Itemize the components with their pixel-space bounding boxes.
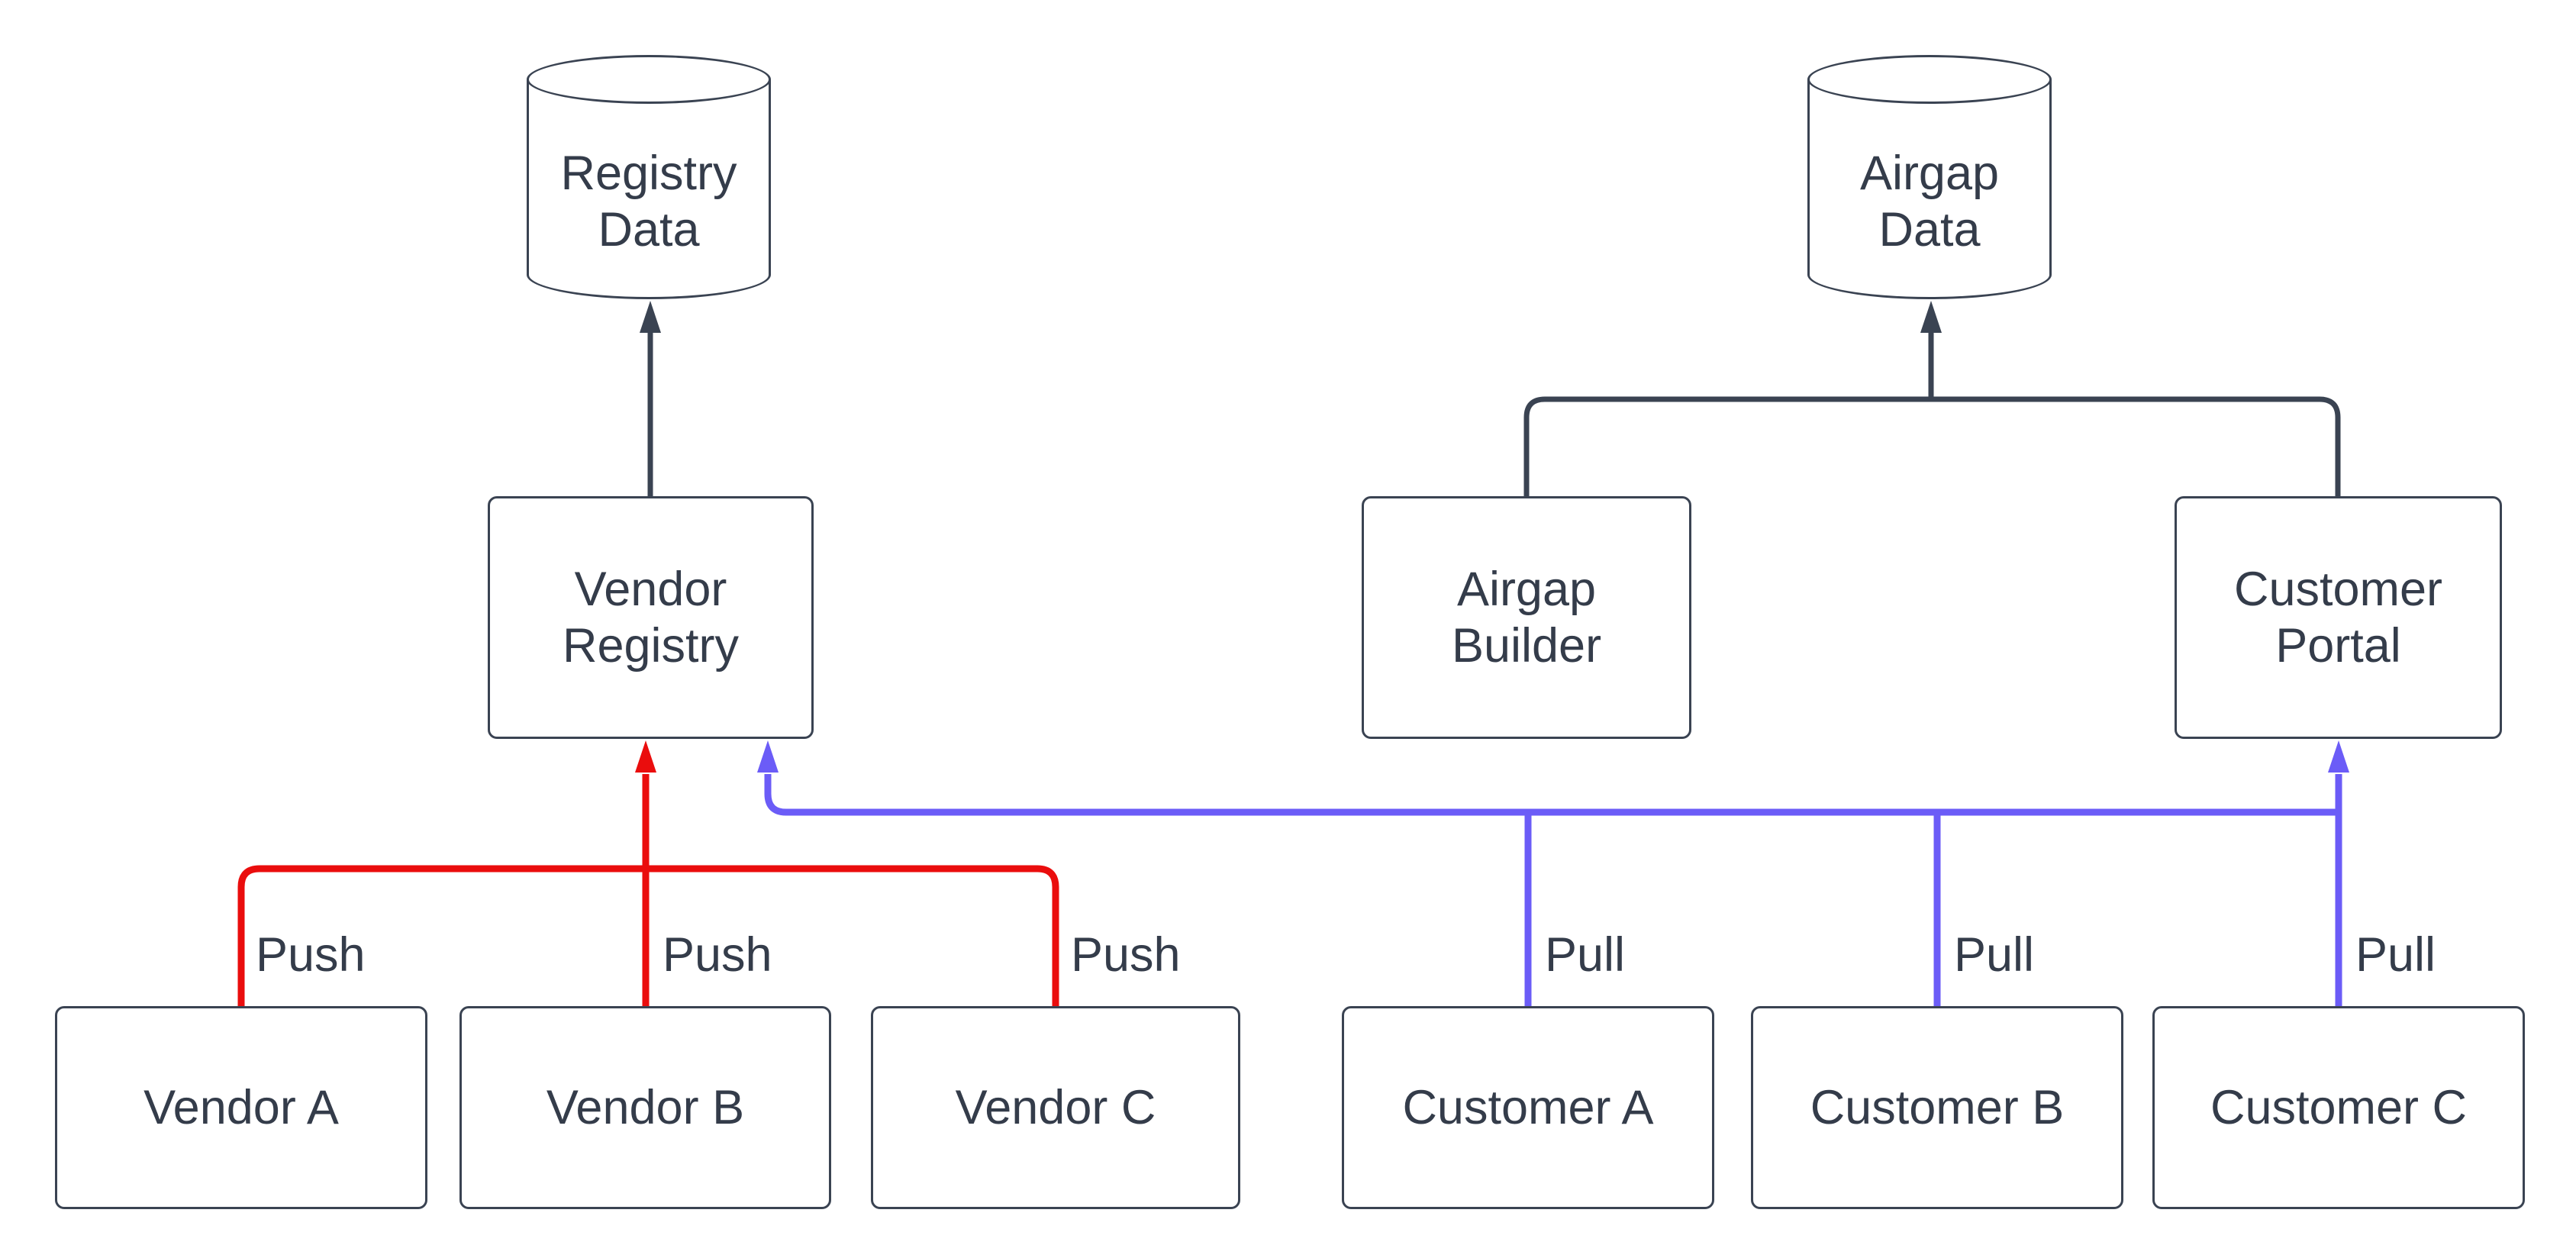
cylinder-body	[1807, 79, 2052, 299]
node-vendor-c: Vendor C	[871, 1006, 1240, 1209]
airgap-builder-label: Airgap Builder	[1451, 563, 1602, 673]
vendor-c-label: Vendor C	[955, 1081, 1156, 1134]
cylinder-airgap-data: Airgap Data	[1807, 55, 2052, 299]
edge-label-push-vendor-c: Push	[1071, 928, 1181, 982]
node-customer-b: Customer B	[1751, 1006, 2123, 1209]
edge-airgap-builder-to-airgap-data	[1523, 396, 1931, 496]
cylinder-label-wrap: Registry Data	[527, 104, 771, 299]
edge-label-push-vendor-a: Push	[256, 928, 366, 982]
node-customer-c: Customer C	[2152, 1006, 2525, 1209]
cylinder-top-ellipse	[1807, 55, 2052, 104]
edge-label-pull-customer-c: Pull	[2355, 928, 2436, 982]
edge-label-pull-customer-b: Pull	[1954, 928, 2035, 982]
edge-pull-trunk	[764, 774, 2339, 816]
arrowhead-airgap-data	[1920, 301, 1942, 333]
edge-label-push-vendor-b: Push	[663, 928, 772, 982]
node-vendor-b: Vendor B	[459, 1006, 831, 1209]
cylinder-top-ellipse	[527, 55, 771, 104]
cylinder-registry-data: Registry Data	[527, 55, 771, 299]
edge-customer-portal-to-airgap-data	[1931, 396, 2341, 496]
arrowhead-customer-portal-pull	[2328, 740, 2349, 773]
edge-label-pull-customer-a: Pull	[1545, 928, 1626, 982]
vendor-registry-label: Vendor Registry	[562, 563, 740, 673]
arrowhead-vendor-registry-pull	[757, 740, 779, 773]
vendor-b-label: Vendor B	[546, 1081, 745, 1134]
node-vendor-a: Vendor A	[55, 1006, 427, 1209]
node-customer-portal: Customer Portal	[2175, 496, 2502, 739]
node-vendor-registry: Vendor Registry	[488, 496, 814, 739]
cylinder-body	[527, 79, 771, 299]
airgap-data-label: Airgap Data	[1859, 147, 2000, 256]
cylinder-label-wrap: Airgap Data	[1807, 104, 2052, 299]
customer-a-label: Customer A	[1402, 1081, 1654, 1134]
customer-portal-label: Customer Portal	[2233, 563, 2443, 673]
node-airgap-builder: Airgap Builder	[1362, 496, 1691, 739]
node-customer-a: Customer A	[1342, 1006, 1714, 1209]
customer-c-label: Customer C	[2210, 1081, 2468, 1134]
arrowhead-vendor-registry-push	[635, 740, 656, 773]
vendor-a-label: Vendor A	[143, 1081, 339, 1134]
registry-data-label: Registry Data	[560, 147, 737, 256]
arrowhead-registry-data	[640, 301, 661, 333]
customer-b-label: Customer B	[1810, 1081, 2065, 1134]
